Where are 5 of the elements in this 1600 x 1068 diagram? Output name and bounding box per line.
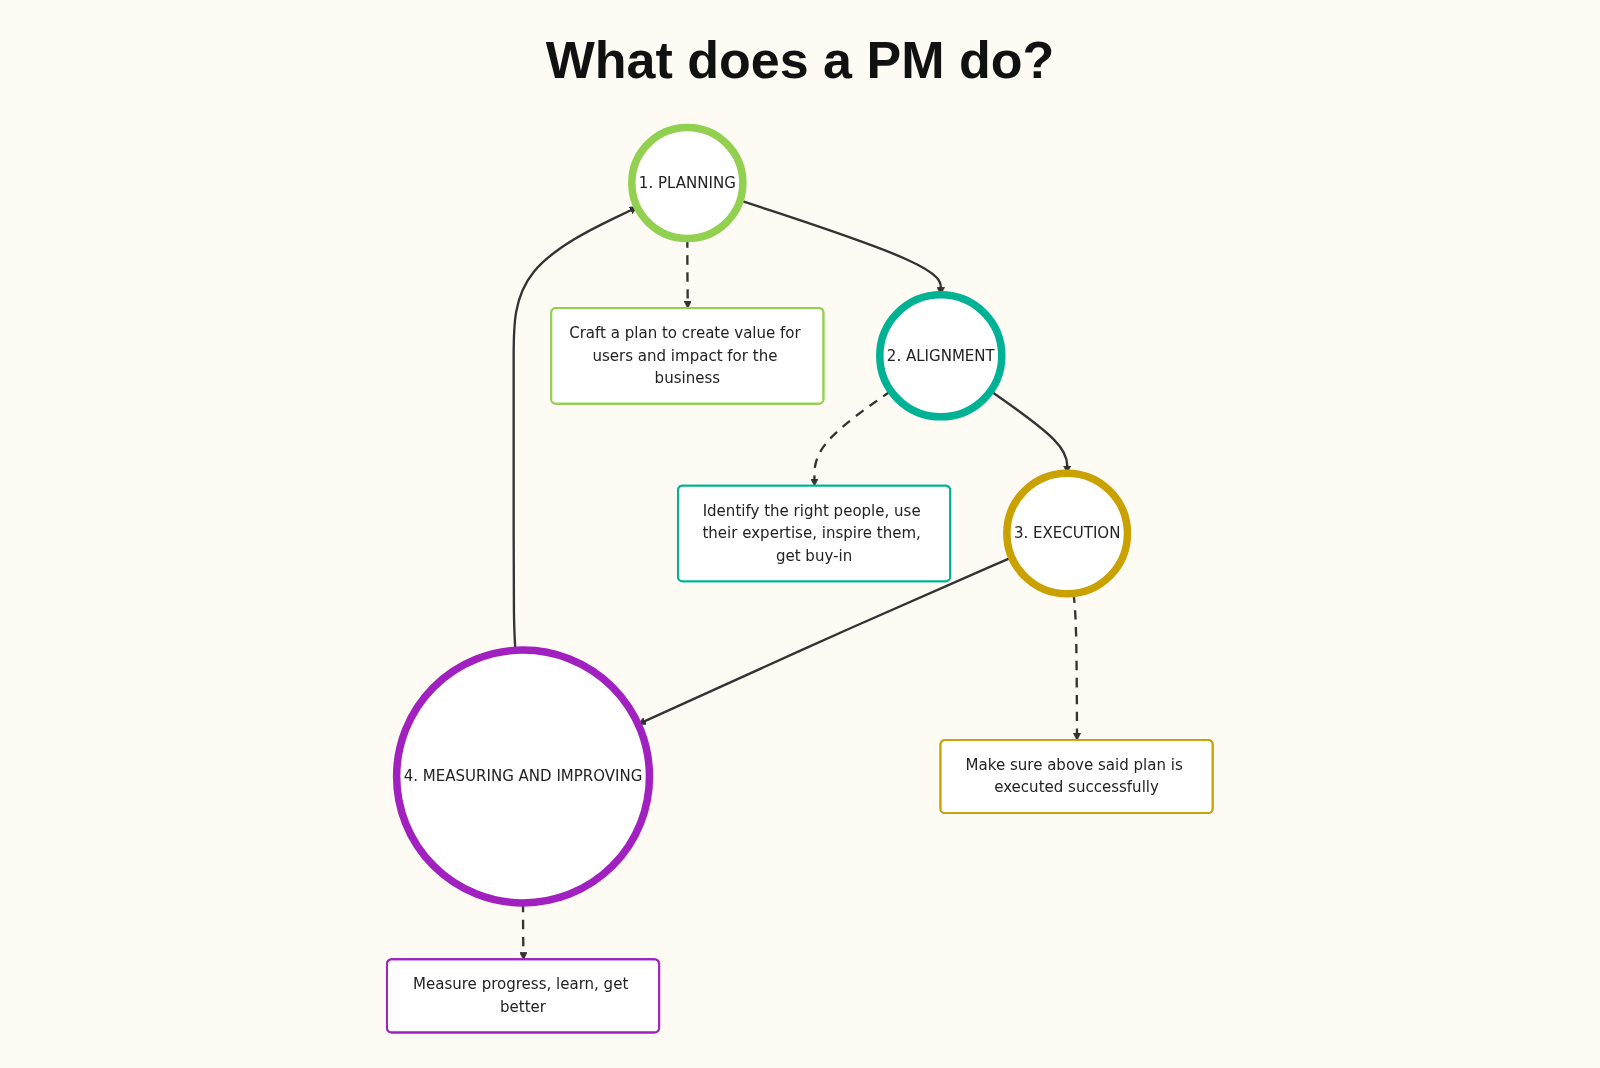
node-circle: 3. EXECUTION xyxy=(1003,469,1132,598)
node-circle: 4. MEASURING AND IMPROVING xyxy=(393,646,654,907)
node-circle: 2. ALIGNMENT xyxy=(876,291,1006,421)
diagram-title: What does a PM do? xyxy=(544,30,1056,90)
node-circle: 1. PLANNING xyxy=(628,123,747,243)
